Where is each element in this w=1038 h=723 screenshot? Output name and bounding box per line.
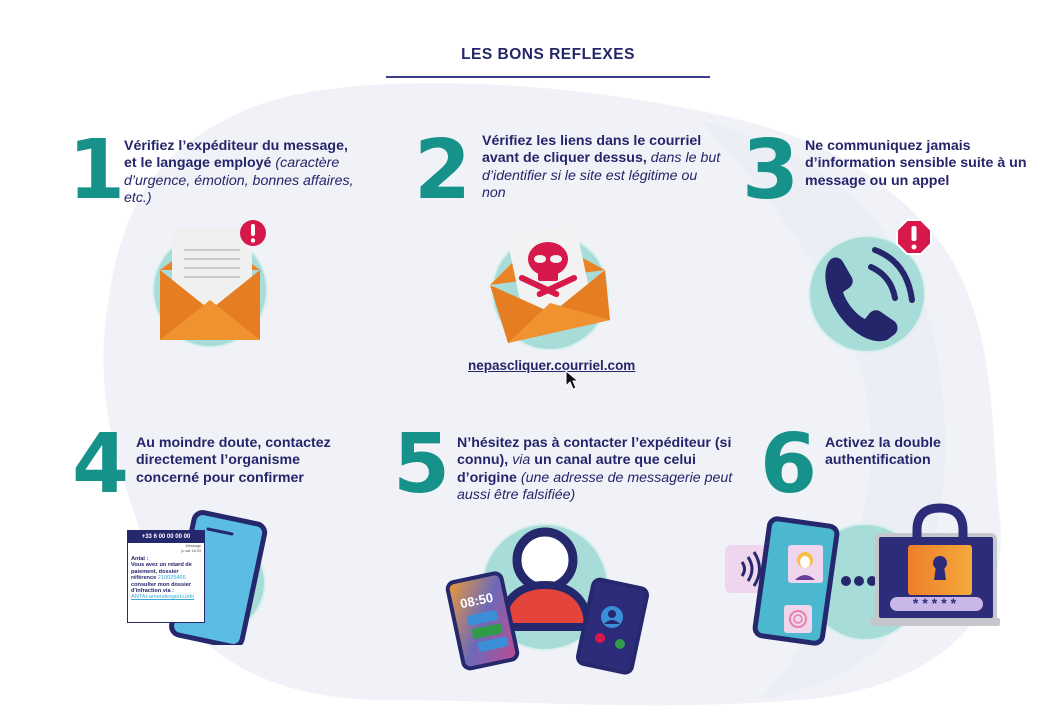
sms-link[interactable]: ANTAI-amendesgouv.info bbox=[131, 594, 195, 601]
step-2-bold-text: Vérifiez les liens dans le courriel avan… bbox=[482, 133, 702, 167]
step-2-italic-text: dans le but d’identifier si le site est … bbox=[482, 150, 721, 202]
page-title: LES BONS REFLEXES bbox=[461, 46, 635, 63]
sms-meta-1: Message bbox=[185, 544, 201, 549]
step-3-text: Ne communiquez jamais d’information sens… bbox=[805, 138, 1030, 190]
person-phones-icon: 08:50 bbox=[440, 505, 650, 675]
step-3-bold-text: Ne communiquez jamais d’information sens… bbox=[805, 138, 1027, 189]
step-number-1: 1 bbox=[68, 123, 126, 218]
sms-line-5: consulter mon dossier bbox=[131, 581, 191, 588]
step-5-bold-text-1: N’hésitez pas à contacter l’expéditeur (… bbox=[457, 435, 732, 469]
step-number-6: 6 bbox=[760, 417, 818, 512]
step-6-text: Activez la double authentification bbox=[825, 435, 985, 470]
step-2-text: Vérifiez les liens dans le courriel avan… bbox=[482, 133, 722, 203]
mouse-cursor-icon bbox=[565, 370, 580, 390]
step-6-bold-text: Activez la double authentification bbox=[825, 435, 941, 469]
two-factor-auth-icon: ***** bbox=[720, 500, 1000, 650]
step-number-3: 3 bbox=[742, 123, 800, 218]
step-4-text: Au moindre doute, contactez directement … bbox=[136, 435, 366, 487]
step-5-italic-text-1: via bbox=[512, 452, 531, 469]
step-1-italic-text: (caractère d’urgence, émotion, bonnes af… bbox=[124, 155, 354, 207]
sms-bubble: +33 6 00 00 00 00 Message ju sat 18:33 A… bbox=[127, 530, 205, 623]
sms-line-3: paiement, dossier bbox=[131, 568, 179, 575]
sms-line-6: d'infraction via : bbox=[131, 588, 174, 595]
sms-ref-label: référence bbox=[131, 575, 157, 582]
sms-phone-icon: +33 6 00 00 00 00 Message ju sat 18:33 A… bbox=[120, 505, 270, 645]
envelope-skull-icon bbox=[490, 222, 610, 350]
sms-line-1: Antai : bbox=[131, 556, 149, 562]
sms-sender: +33 6 00 00 00 00 bbox=[128, 531, 204, 544]
step-number-5: 5 bbox=[393, 417, 451, 512]
step-number-2: 2 bbox=[414, 123, 472, 218]
step-number-4: 4 bbox=[72, 417, 130, 512]
title-underline bbox=[386, 76, 710, 78]
sms-line-2: Vous avez un retard de bbox=[131, 562, 192, 569]
password-mask: ***** bbox=[912, 595, 961, 611]
step-1-bold-text: Vérifiez l’expéditeur du message, et le … bbox=[124, 138, 348, 172]
phone-alert-icon bbox=[808, 219, 932, 353]
step-5-text: N’hésitez pas à contacter l’expéditeur (… bbox=[457, 435, 747, 505]
sms-meta-2: ju sat 18:33 bbox=[181, 548, 201, 553]
step-1-text: Vérifiez l’expéditeur du message, et le … bbox=[124, 138, 364, 208]
envelope-alert-icon bbox=[152, 220, 268, 348]
step-5-italic-text-2: (une adresse de messagerie peut aussi êt… bbox=[457, 469, 733, 504]
step-4-bold-text: Au moindre doute, contactez directement … bbox=[136, 435, 331, 486]
suspicious-link[interactable]: nepascliquer.courriel.com bbox=[468, 358, 636, 373]
sms-ref-value: 210025466 bbox=[157, 575, 186, 582]
step-5-bold-text-2: un canal autre que celui d’origine bbox=[457, 452, 696, 486]
